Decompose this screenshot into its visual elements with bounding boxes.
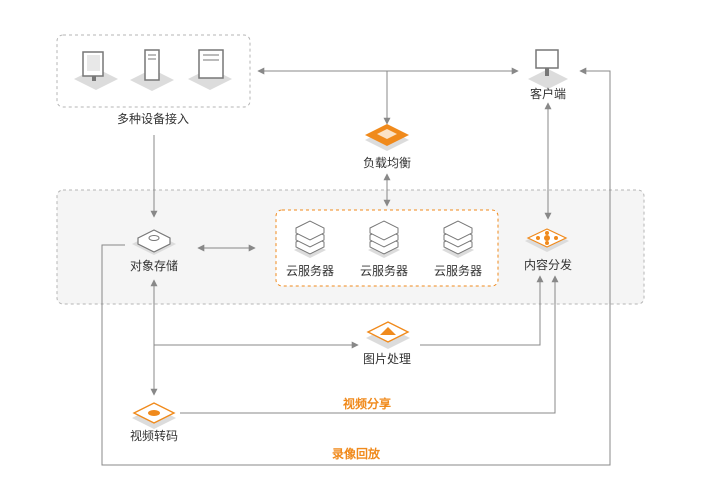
video-transcode-icon bbox=[132, 402, 176, 429]
cloud-server-label: 云服务器 bbox=[433, 264, 483, 278]
edge-video-sharing bbox=[180, 275, 559, 414]
cdn-network-icon bbox=[525, 228, 569, 252]
devices-label: 多种设备接入 bbox=[116, 112, 190, 126]
desktop-monitor-icon bbox=[74, 51, 118, 90]
video-sharing-label: 视频分享 bbox=[342, 397, 392, 411]
cloud-server-label: 云服务器 bbox=[359, 264, 409, 278]
cloud-server-label: 云服务器 bbox=[285, 264, 335, 278]
object-storage-label: 对象存储 bbox=[129, 259, 179, 273]
devices-group-frame bbox=[56, 34, 251, 108]
recording-playback-label: 录像回放 bbox=[331, 447, 381, 461]
image-processing-label: 图片处理 bbox=[362, 352, 412, 366]
load-balancer-icon bbox=[365, 124, 409, 151]
content-delivery-label: 内容分发 bbox=[523, 258, 573, 272]
image-processing-icon bbox=[366, 321, 410, 349]
server-stack-icon bbox=[294, 220, 326, 258]
monitor-icon bbox=[528, 49, 568, 89]
storage-box-icon bbox=[132, 229, 176, 255]
client-label: 客户端 bbox=[529, 87, 567, 101]
server-case-icon bbox=[188, 49, 232, 90]
load-balancer-label: 负载均衡 bbox=[362, 156, 412, 170]
edge-image-processing-delivery bbox=[420, 275, 544, 346]
edge-recording-playback bbox=[101, 67, 611, 466]
video-transcoding-label: 视频转码 bbox=[129, 429, 179, 443]
tower-pc-icon bbox=[130, 49, 174, 91]
server-stack-icon bbox=[442, 220, 474, 258]
server-stack-icon bbox=[368, 220, 400, 258]
